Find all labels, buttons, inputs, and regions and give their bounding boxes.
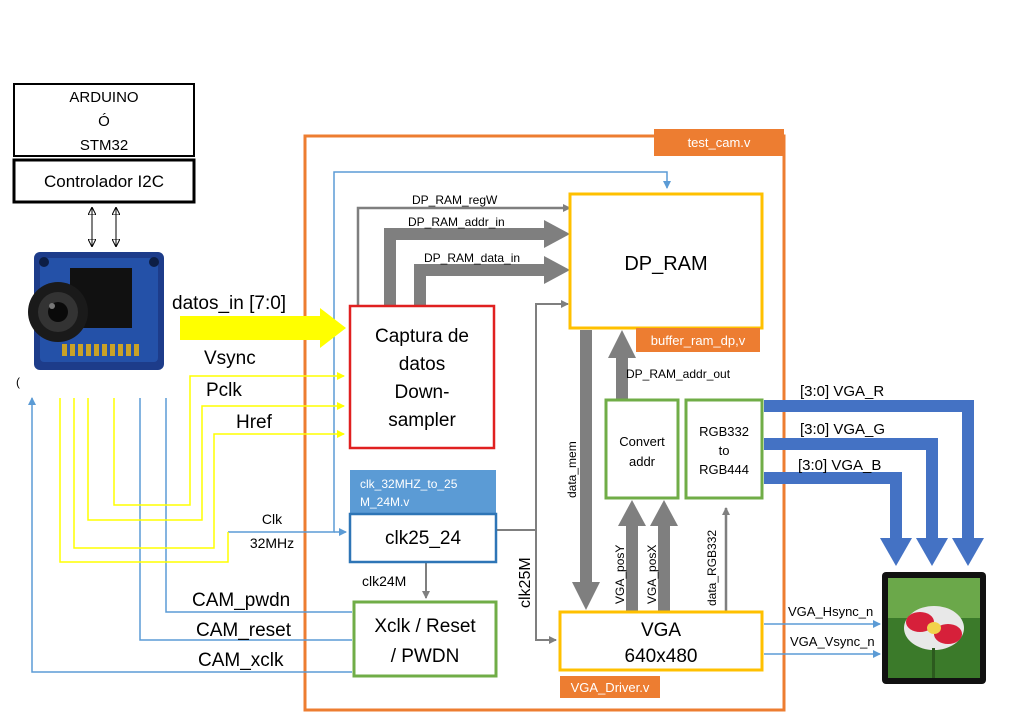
clk-32mhz-line [228, 171, 671, 533]
href-label: Href [236, 412, 273, 433]
vga-b-label: [3:0] VGA_B [798, 457, 881, 474]
vga-line-1: VGA [641, 620, 681, 641]
vga-b-head [880, 538, 912, 566]
data-mem-label: data_mem [565, 441, 579, 498]
capture-line-1: Captura de [375, 326, 469, 347]
dp-ram-addr-in-label: DP_RAM_addr_in [408, 215, 505, 229]
clk25-24-label: clk25_24 [385, 528, 461, 549]
vga-g-head [916, 538, 948, 566]
dp-ram-regw-line [356, 204, 571, 306]
test-cam-tag [654, 129, 784, 156]
vga-display-icon [882, 572, 986, 684]
rgb-line-1: RGB332 [699, 424, 749, 439]
dp-ram-tag [636, 328, 760, 352]
vga-posx-head [650, 500, 678, 526]
dp-ram-regw-label: DP_RAM_regW [412, 193, 498, 207]
clk25-24-block [348, 512, 498, 564]
i2c-controller-box [12, 158, 196, 204]
dp-ram-addr-in-head [544, 220, 570, 248]
dp-ram-data-in-label: DP_RAM_data_in [424, 251, 520, 265]
vga-block [558, 610, 764, 672]
clk-module-tag-line-1: clk_32MHZ_to_25 [360, 477, 458, 491]
vga-posy-head [618, 500, 646, 526]
capture-line-2: datos [399, 354, 445, 375]
cam-pwdn-label: CAM_pwdn [192, 590, 290, 611]
cam-reset-label: CAM_reset [196, 620, 292, 641]
href-line [73, 398, 345, 549]
xclk-line-1: Xclk / Reset [374, 616, 476, 637]
convert-line-2: addr [629, 454, 656, 469]
dp-ram-tag-label: buffer_ram_dp,v [651, 333, 746, 348]
dp-ram-addr-out-label: DP_RAM_addr_out [626, 367, 731, 381]
vga-posx-label: VGA_posX [645, 545, 659, 604]
cam-reset-line [139, 398, 352, 641]
vsync-label: Vsync [204, 348, 256, 369]
vga-hsync-label: VGA_Hsync_n [788, 604, 873, 619]
convert-line-1: Convert [619, 434, 665, 449]
vga-driver-tag-label: VGA_Driver.v [571, 680, 650, 695]
dp-ram-data-in-head [544, 256, 570, 284]
cam-pwdn-line [165, 398, 352, 613]
clk-module-tag-line-2: M_24M.v [360, 495, 409, 509]
clk-module-tag [350, 470, 496, 514]
vga-line-2: 640x480 [625, 646, 698, 667]
datos-in-label: datos_in [7:0] [172, 293, 286, 314]
vga-vsync-label: VGA_Vsync_n [790, 634, 875, 649]
cam-xclk-line [28, 397, 352, 673]
clk24m-label: clk24M [362, 573, 406, 589]
clk-label-line-2: 32MHz [250, 535, 294, 551]
capture-block [348, 304, 496, 450]
xclk-reset-pwdn-block [352, 600, 498, 678]
dp-ram-block [568, 192, 764, 330]
rgb-line-3: RGB444 [699, 462, 749, 477]
vga-driver-tag [560, 676, 660, 698]
vga-b-bus [764, 472, 902, 540]
clk-label-line-1: Clk [262, 511, 283, 527]
clk25m-to-vga [535, 530, 557, 644]
clk25m-line [496, 300, 569, 531]
dp-ram-data-in-bus [414, 264, 546, 308]
pclk-label: Pclk [206, 380, 242, 401]
test-cam-module-frame [303, 134, 786, 712]
vga-r-head [952, 538, 984, 566]
datos-in-arrow [180, 308, 346, 348]
dp-ram-addr-in-bus [384, 228, 546, 308]
test-cam-tag-label: test_cam.v [688, 135, 751, 150]
dp-ram-label: DP_RAM [624, 253, 707, 275]
clk-source-line [59, 398, 229, 563]
arduino-or-label: Ó [98, 113, 110, 130]
capture-line-4: sampler [388, 410, 456, 431]
arduino-label: ARDUINO [69, 89, 138, 106]
vga-g-label: [3:0] VGA_G [800, 421, 885, 438]
rgb-line-2: to [719, 443, 730, 458]
convert-addr-block [604, 398, 680, 500]
vga-posy-label: VGA_posY [613, 545, 627, 604]
camera-module-icon [28, 252, 164, 370]
arduino-stm32-box [13, 83, 195, 157]
xclk-line-2: / PWDN [391, 646, 460, 667]
vga-r-bus [764, 400, 974, 540]
stm32-label: STM32 [80, 137, 128, 154]
dp-ram-addr-out-head [608, 330, 636, 358]
vga-r-label: [3:0] VGA_R [800, 383, 884, 400]
i2c-controller-label: Controlador I2C [44, 172, 164, 191]
data-rgb332-label: data_RGB332 [705, 530, 719, 606]
clk25m-label: clk25M [517, 557, 534, 608]
capture-line-3: Down- [395, 382, 450, 403]
cam-xclk-label: CAM_xclk [198, 650, 284, 671]
rgb332-to-rgb444-block [684, 398, 764, 500]
vsync-line [113, 372, 345, 506]
camera-edge-mark: ( [16, 375, 20, 389]
pclk-line [87, 398, 345, 521]
data-mem-head [572, 582, 600, 610]
vga-g-bus [764, 438, 938, 540]
